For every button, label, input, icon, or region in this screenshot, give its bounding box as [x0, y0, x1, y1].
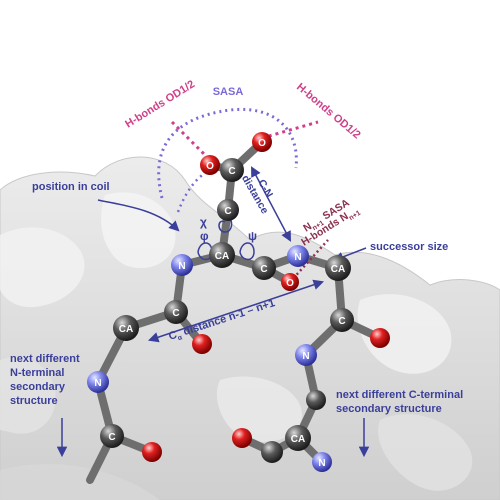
atom-c-next: [330, 308, 354, 332]
label-hbonds-right: H-bonds OD1/2: [294, 81, 363, 141]
atom-label-c: C: [224, 206, 231, 217]
atom-c-beta: [217, 199, 239, 221]
atom-label-ca: CA: [331, 264, 345, 275]
atom-ca-prev: [113, 315, 139, 341]
atom-n-next2: [295, 344, 317, 366]
atom-o-lower: [232, 428, 252, 448]
atom-label-c: C: [108, 432, 115, 443]
atom-c-bottom: [100, 424, 124, 448]
atom-o-next: [370, 328, 390, 348]
atom-label-n: N: [318, 458, 325, 469]
label-chi: χ: [200, 215, 207, 229]
atom-c-chain: [306, 390, 326, 410]
label-successor-size: successor size: [370, 241, 448, 253]
atom-o-center: [281, 273, 299, 291]
atom-o-side-2: [252, 132, 272, 152]
psi-rotation-icon: [239, 242, 255, 261]
atom-n-center: [171, 254, 193, 276]
atom-c-lower: [261, 441, 283, 463]
atom-label-c: C: [260, 264, 267, 275]
atom-label-n: N: [294, 252, 301, 263]
atom-label-n: N: [178, 261, 185, 272]
atom-n-lower: [312, 452, 332, 472]
atom-o-prev: [192, 334, 212, 354]
atom-label-ca: CA: [215, 251, 229, 262]
atom-label-ca: CA: [119, 324, 133, 335]
label-position-in-coil: position in coil: [32, 181, 110, 193]
atom-label-o: O: [206, 161, 214, 172]
atom-n-prev: [87, 371, 109, 393]
atom-label-c: C: [228, 166, 235, 177]
atom-label-n: N: [302, 351, 309, 362]
atom-label-o: O: [258, 138, 266, 149]
atoms: [87, 132, 390, 472]
atom-c-side: [220, 158, 244, 182]
atom-ca-lower: [285, 425, 311, 451]
label-next-c-terminal: next different C-terminal secondary stru…: [336, 389, 466, 415]
atom-o-side-1: [200, 155, 220, 175]
atom-n-next: [287, 245, 309, 267]
atom-label-c: C: [172, 308, 179, 319]
atom-label-c: C: [338, 316, 345, 327]
atom-o-bottom: [142, 442, 162, 462]
atom-c-center: [252, 256, 276, 280]
label-next-n-terminal: next different N-terminal secondary stru…: [10, 353, 83, 407]
atom-c-prev: [164, 300, 188, 324]
atom-labels: O O C C CA N C O N CA C N CA N C CA N C: [94, 138, 345, 469]
atom-label-o: O: [286, 278, 294, 289]
label-psi: ψ: [248, 229, 257, 243]
label-cn-distance: C-N distance: [239, 167, 281, 216]
atom-label-ca: CA: [291, 434, 305, 445]
atom-ca-next: [325, 255, 351, 281]
label-phi: φ: [200, 229, 209, 243]
atom-label-n: N: [94, 378, 101, 389]
protein-surface: [0, 156, 500, 500]
hbond-dotted-lines: [170, 120, 329, 283]
chi-rotation-icon: [218, 217, 233, 233]
atom-ca-center: [209, 242, 235, 268]
label-sasa: SASA: [213, 86, 244, 98]
